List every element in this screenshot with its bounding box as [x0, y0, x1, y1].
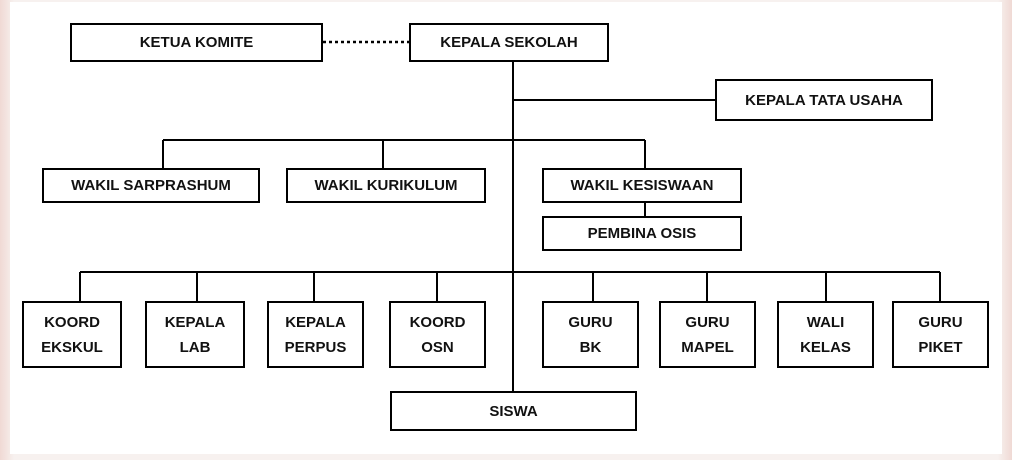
node-label-line2: OSN: [421, 338, 454, 356]
node-label-line2: BK: [579, 338, 602, 356]
node-label-line1: KOORD: [409, 313, 466, 331]
node-kepala-sekolah: KEPALA SEKOLAH: [409, 23, 609, 62]
node-label: WAKIL KESISWAAN: [570, 177, 714, 194]
node-koord-osn: KOORD OSN: [389, 301, 486, 368]
node-label: KEPALA TATA USAHA: [745, 91, 903, 109]
node-label-line2: KELAS: [800, 338, 851, 356]
node-wakil-sarprashum: WAKIL SARPRASHUM: [42, 168, 260, 203]
node-koord-ekskul: KOORD EKSKUL: [22, 301, 122, 368]
node-label: KEPALA SEKOLAH: [440, 34, 578, 51]
node-label-line1: KEPALA: [164, 313, 226, 331]
node-label-line2: EKSKUL: [41, 338, 103, 356]
node-label-line1: KOORD: [44, 313, 100, 331]
node-label: PEMBINA OSIS: [587, 225, 697, 242]
node-label-line2: PIKET: [918, 338, 963, 356]
node-label-line2: PERPUS: [284, 338, 347, 356]
node-guru-mapel: GURU MAPEL: [659, 301, 756, 368]
node-kepala-lab: KEPALA LAB: [145, 301, 245, 368]
node-wakil-kesiswaan: WAKIL KESISWAAN: [542, 168, 742, 203]
node-label-line1: GURU: [685, 313, 730, 331]
node-guru-piket: GURU PIKET: [892, 301, 989, 368]
node-kepala-tata-usaha: KEPALA TATA USAHA: [715, 79, 933, 121]
node-label-line1: GURU: [568, 313, 613, 331]
node-guru-bk: GURU BK: [542, 301, 639, 368]
node-siswa: SISWA: [390, 391, 637, 431]
node-label-line2: MAPEL: [681, 338, 734, 356]
org-chart-canvas: [10, 2, 1002, 454]
node-ketua-komite: KETUA KOMITE: [70, 23, 323, 62]
node-label: KETUA KOMITE: [139, 34, 254, 51]
node-label: WAKIL KURIKULUM: [314, 177, 458, 194]
node-label: SISWA: [489, 402, 538, 420]
node-wali-kelas: WALI KELAS: [777, 301, 874, 368]
node-label: WAKIL SARPRASHUM: [71, 177, 231, 194]
node-label-line1: WALI: [806, 313, 845, 331]
node-wakil-kurikulum: WAKIL KURIKULUM: [286, 168, 486, 203]
node-pembina-osis: PEMBINA OSIS: [542, 216, 742, 251]
node-label-line2: LAB: [179, 338, 211, 356]
node-label-line1: GURU: [918, 313, 963, 331]
node-label-line1: KEPALA: [285, 313, 346, 331]
node-kepala-perpus: KEPALA PERPUS: [267, 301, 364, 368]
